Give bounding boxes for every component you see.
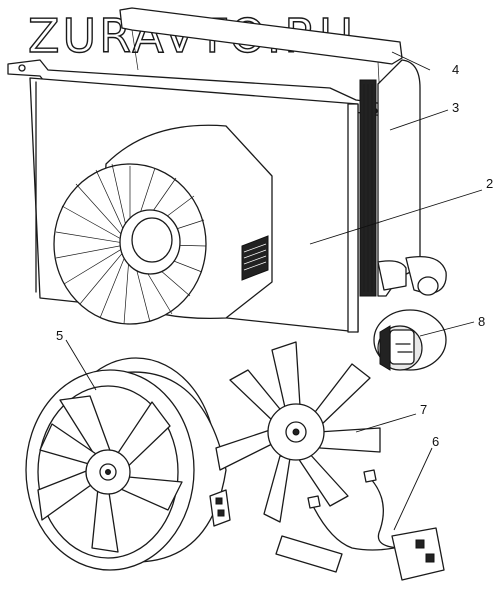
heater-radiator [359, 59, 447, 297]
heater-housing [29, 77, 359, 333]
callout-6: 6 [432, 434, 439, 449]
callout-7: 7 [420, 402, 427, 417]
ducted-fan [25, 357, 231, 571]
fan-resistor [373, 309, 447, 371]
wiring-harness [275, 469, 445, 581]
callout-5: 5 [56, 328, 63, 343]
ducted-fan-blades [37, 395, 183, 553]
callout-8: 8 [478, 314, 485, 329]
open-fan [215, 341, 381, 523]
callout-4: 4 [452, 62, 459, 77]
open-fan-blades [215, 341, 381, 523]
callout-3: 3 [452, 100, 459, 115]
leader-lines [65, 51, 483, 531]
callout-2: 2 [486, 176, 493, 191]
